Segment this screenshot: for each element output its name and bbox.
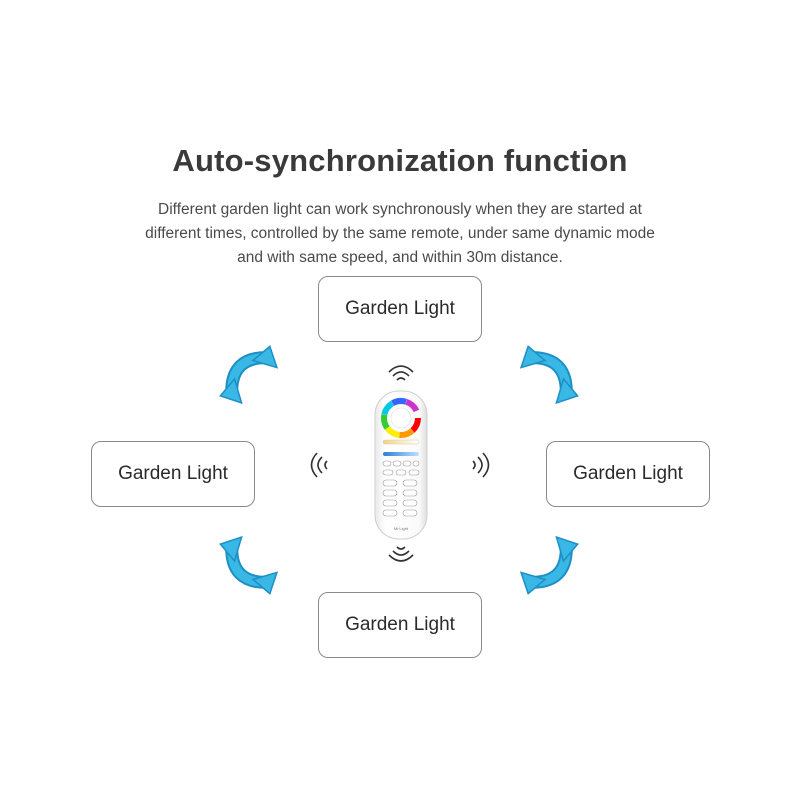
remote-control-icon: Mi·Light — [374, 390, 428, 540]
garden-light-right: Garden Light — [546, 441, 710, 507]
signal-waves-icon — [388, 365, 414, 381]
garden-light-top: Garden Light — [318, 276, 482, 342]
description-line: Different garden light can work synchron… — [158, 201, 642, 218]
description-line: and with same speed, and within 30m dist… — [237, 249, 563, 266]
sync-arrow-icon — [219, 536, 278, 595]
signal-waves-icon — [472, 452, 490, 478]
signal-waves-icon — [388, 546, 414, 562]
description-line: different times, controlled by the same … — [145, 225, 655, 242]
description: Different garden light can work synchron… — [120, 198, 680, 270]
remote-brand-label: Mi·Light — [394, 526, 409, 531]
sync-arrow-icon — [520, 536, 579, 595]
garden-light-bottom: Garden Light — [318, 592, 482, 658]
signal-waves-icon — [310, 452, 328, 478]
sync-arrow-icon — [219, 345, 278, 404]
garden-light-left: Garden Light — [91, 441, 255, 507]
sync-arrow-icon — [520, 345, 579, 404]
page-title: Auto-synchronization function — [172, 143, 628, 178]
